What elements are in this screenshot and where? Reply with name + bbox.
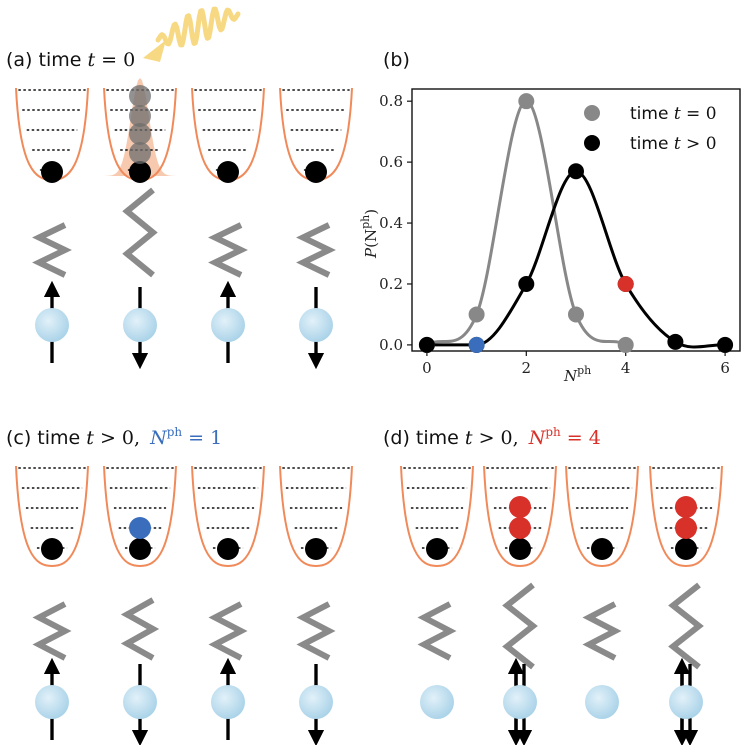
red-phonon-dot — [509, 517, 531, 539]
spring-icon — [122, 187, 158, 278]
phonon-ground-dot — [129, 538, 151, 560]
x-tick-label: 6 — [720, 359, 730, 377]
data-point — [667, 333, 684, 350]
red-phonon-dot — [509, 496, 531, 518]
spin-ball — [35, 308, 69, 342]
phonon-ground-dot — [591, 538, 613, 560]
y-tick-label: 0.8 — [379, 92, 403, 110]
phonon-ground-dot — [41, 538, 63, 560]
excited-phonon-dot — [129, 142, 151, 164]
panel-d-label: (d) time t > 0,Nph = 4 — [383, 425, 601, 449]
panel-c-label: (c) time t > 0,Nph = 1 — [6, 425, 222, 449]
panel-b-label: (b) — [383, 49, 410, 71]
phonon-ground-dot — [217, 538, 239, 560]
y-tick-label: 0.2 — [379, 275, 403, 293]
legend-marker — [584, 105, 600, 121]
phonon-ground-dot — [129, 161, 151, 183]
phonon-ground-dot — [509, 538, 531, 560]
phonon-ground-dot — [675, 538, 697, 560]
laser-pulse — [143, 6, 241, 62]
spring-icon — [32, 222, 72, 278]
potential-well — [483, 465, 557, 568]
spin-ball — [35, 685, 69, 719]
data-point — [617, 336, 634, 353]
chart-xlabel: Nph — [563, 364, 591, 385]
panel-a-label: (a) time t = 0 — [6, 49, 135, 71]
phonon-ground-dot — [426, 538, 448, 560]
red-phonon-dot — [675, 496, 697, 518]
legend-marker — [584, 135, 600, 151]
spin-ball — [123, 685, 157, 719]
x-tick-label: 2 — [522, 359, 532, 377]
excited-phonon-dot — [129, 85, 151, 107]
spring-icon — [120, 597, 160, 661]
data-point — [468, 306, 485, 323]
potential-well — [649, 465, 723, 568]
spin-ball — [503, 685, 537, 719]
spring-icon — [502, 582, 538, 670]
spin-ball — [123, 308, 157, 342]
data-point — [568, 306, 584, 323]
spin-ball — [299, 308, 333, 342]
data-point — [568, 163, 584, 180]
excited-phonon-dot — [129, 105, 151, 127]
potential-well — [279, 465, 353, 568]
spin-ball — [211, 308, 245, 342]
data-point — [717, 336, 734, 353]
excited-phonon-dot — [129, 123, 151, 145]
probability-chart: 0 2 4 6 0.0 0.2 0.4 0.6 0.8 time t = 0 time t > 0… — [359, 88, 741, 385]
spring-icon — [296, 222, 336, 278]
data-point — [418, 336, 435, 353]
highlight-point — [468, 336, 485, 353]
y-tick-label: 0.0 — [379, 336, 403, 354]
potential-well — [565, 465, 639, 568]
spring-icon — [208, 601, 248, 661]
phonon-ground-dot — [41, 161, 63, 183]
x-tick-label: 0 — [422, 359, 432, 377]
spring-icon — [582, 601, 622, 661]
spin-ball — [299, 685, 333, 719]
panel-c-diagram — [15, 465, 353, 745]
spin-ball — [420, 685, 454, 719]
spin-ball — [211, 685, 245, 719]
chart-ylabel: P(Nph) — [359, 209, 380, 259]
data-point — [518, 93, 535, 110]
phonon-ground-dot — [305, 538, 327, 560]
panel-a-diagram — [15, 85, 353, 369]
red-phonon-dot — [675, 517, 697, 539]
pulse-arrowhead — [143, 40, 166, 62]
spring-icon — [296, 601, 336, 661]
legend-label: time t > 0 — [630, 134, 717, 154]
spin-ball — [669, 685, 703, 719]
potential-well — [15, 465, 89, 568]
phonon-ground-dot — [217, 161, 239, 183]
chart-legend: time t = 0 time t > 0 — [584, 104, 717, 154]
blue-phonon-dot — [129, 517, 151, 539]
spring-icon — [417, 601, 457, 661]
potential-well — [400, 465, 474, 568]
spin-ball — [585, 685, 619, 719]
data-point — [518, 275, 535, 292]
spring-icon — [32, 601, 72, 661]
legend-label: time t = 0 — [630, 104, 717, 124]
potential-well — [103, 465, 177, 568]
chart-frame — [411, 88, 741, 352]
potential-well — [191, 465, 265, 568]
y-tick-label: 0.6 — [379, 153, 403, 171]
highlight-point — [617, 275, 634, 292]
x-tick-label: 4 — [621, 359, 631, 377]
spring-icon — [208, 222, 248, 278]
y-tick-label: 0.4 — [379, 214, 403, 232]
spring-icon — [668, 582, 704, 670]
panel-d-diagram — [400, 465, 723, 745]
phonon-ground-dot — [305, 161, 327, 183]
